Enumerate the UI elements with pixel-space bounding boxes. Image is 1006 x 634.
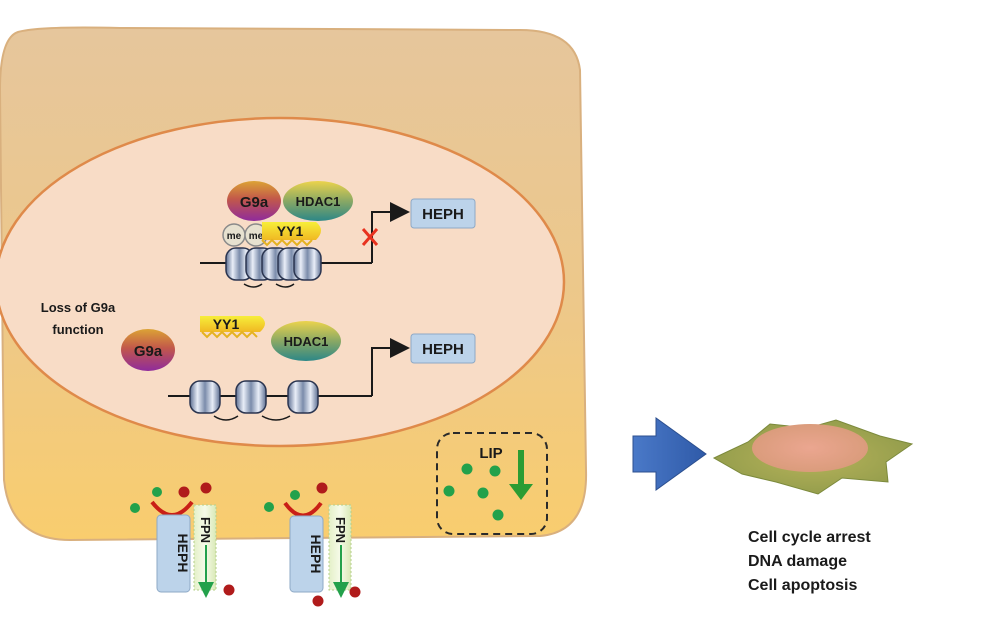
membrane-transporter-2: HEPH FPN xyxy=(264,482,361,607)
heph-target-box-upper xyxy=(410,198,476,229)
yy1-label-lower: YY1 xyxy=(213,316,240,332)
outcome-cell-apoptosis: Cell apoptosis xyxy=(748,577,858,594)
yy1-label-upper: YY1 xyxy=(277,223,304,239)
transcription-arrow-lower xyxy=(371,338,410,396)
outcome-list: Cell cycle arrest DNA damage Cell apopto… xyxy=(748,526,871,598)
heph-membrane-label-1: HEPH xyxy=(175,534,191,573)
down-arrow-icon xyxy=(509,450,533,500)
heph-membrane-protein-1 xyxy=(156,514,191,593)
loss-of-function-label-line2: function xyxy=(52,322,103,337)
fpn-label-2: FPN xyxy=(333,517,348,543)
loss-of-function-complex: Loss of G9a function G9a YY1 HDAC1 HEPH xyxy=(41,300,476,421)
me-mark-1: me xyxy=(227,231,242,242)
x-mark-icon xyxy=(361,228,379,246)
g9a-protein-upper: G9a xyxy=(227,181,281,221)
g9a-label-lower: G9a xyxy=(134,343,163,360)
heph-membrane-label-2: HEPH xyxy=(308,535,324,574)
nucleosomes-lower xyxy=(189,380,319,421)
transcription-arrow-upper xyxy=(371,202,410,263)
hdac1-label-upper: HDAC1 xyxy=(296,194,341,209)
hdac1-protein-lower: HDAC1 xyxy=(271,321,341,361)
loss-of-function-label-line1: Loss of G9a xyxy=(41,300,116,315)
yy1-protein-upper: YY1 xyxy=(261,222,321,247)
methyl-marks: me me xyxy=(222,223,268,247)
outcome-cell-cycle-arrest: Cell cycle arrest xyxy=(748,529,871,546)
nucleosome-cluster-upper xyxy=(225,247,322,288)
g9a-label-upper: G9a xyxy=(240,194,269,211)
hdac1-protein-upper: HDAC1 xyxy=(283,181,353,221)
heph-target-box-lower xyxy=(410,333,476,364)
heph-membrane-protein-2 xyxy=(289,515,324,593)
lip-box: LIP xyxy=(436,432,548,535)
yy1-protein-lower: YY1 xyxy=(200,316,265,339)
heph-target-label-upper: HEPH xyxy=(422,206,464,223)
g9a-protein-lower: G9a xyxy=(121,329,175,371)
damaged-cell-icon xyxy=(712,419,914,495)
membrane-transporter-1: HEPH FPN xyxy=(130,482,235,598)
fpn-label-1: FPN xyxy=(198,517,213,543)
outcome-dna-damage: DNA damage xyxy=(748,553,847,570)
right-block-arrow-icon xyxy=(632,417,707,491)
lip-label: LIP xyxy=(479,445,502,462)
me-mark-2: me xyxy=(249,231,264,242)
heph-target-label-lower: HEPH xyxy=(422,341,464,358)
repressed-complex: me me YY1 G9a HDAC1 HEPH xyxy=(200,181,476,288)
hdac1-label-lower: HDAC1 xyxy=(284,334,329,349)
